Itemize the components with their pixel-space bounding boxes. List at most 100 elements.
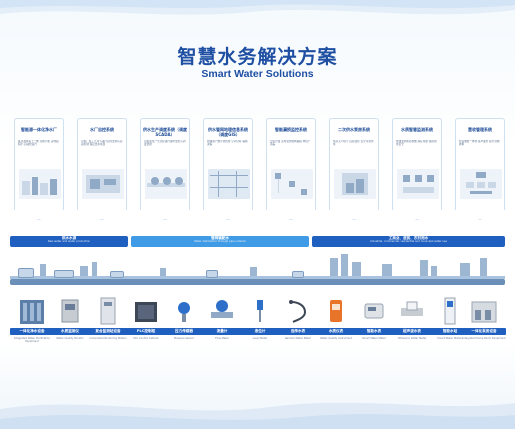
solution-card[interactable]: 供水管网地理信息系统（调度GIS） 管网资产数字化管理 空间分析 辅助决策 bbox=[203, 118, 253, 220]
device-label-en: Ultrasonic Water Meter bbox=[397, 337, 427, 340]
card-description: 集过滤消毒于一体 高效节能 占地面积小 自动化运行 bbox=[18, 140, 59, 147]
level-icon bbox=[257, 300, 263, 322]
card-title: 水质智慧监测系统 bbox=[401, 127, 433, 132]
purifier-icon bbox=[20, 300, 44, 324]
device-label: PLC控制柜 bbox=[124, 328, 168, 335]
device-label: 水质监测仪 bbox=[48, 328, 92, 335]
band-subtitle: Raw water and water production bbox=[47, 240, 91, 243]
device-item[interactable]: 一体化泵房设备 Integrated Pump Room Equipment bbox=[460, 296, 508, 354]
device-label-en: Remote Water Meter bbox=[285, 337, 311, 340]
stage-band-usage: 工商业、居民、农村用水 Industrial, commercial, resi… bbox=[312, 236, 505, 247]
card-description: 泵房无人值守 远程监控 安全可靠供水 bbox=[333, 140, 374, 147]
band-label: 管网输配水 bbox=[211, 236, 229, 240]
solution-card[interactable]: 水厂自控系统 对水厂各工艺环节进行实时监测与自动控制 保证出水水质 bbox=[77, 118, 127, 220]
page-subtitle: Smart Water Solutions bbox=[201, 68, 314, 80]
card-title: 智能漏损监控系统 bbox=[275, 127, 307, 132]
device-item[interactable]: 一体化净水设备 Integrated Water Purification Eq… bbox=[8, 296, 56, 354]
device-label-en: Level Meter bbox=[252, 337, 268, 340]
device-item[interactable]: PLC控制柜 PLC Control Cabinet bbox=[122, 296, 170, 354]
device-label-en: PLC Control Cabinet bbox=[133, 337, 159, 340]
card-description: 抄表收费一体化 客户服务 提升营收效率 bbox=[459, 140, 500, 147]
device-item[interactable]: 智能水表 Smart Water Meter bbox=[350, 296, 398, 354]
card-description: 管网资产数字化管理 空间分析 辅助决策 bbox=[207, 140, 248, 147]
solution-card[interactable]: 营收管理系统 抄表收费一体化 客户服务 提升营收效率 bbox=[455, 118, 505, 220]
device-item[interactable]: 水质仪表 Water Quality Instrument bbox=[312, 296, 360, 354]
card-illustration bbox=[82, 169, 124, 199]
kiosk-icon bbox=[444, 297, 456, 325]
meter-icon bbox=[330, 300, 342, 322]
device-item[interactable]: 水质监测仪 Water Quality Monitor bbox=[46, 296, 94, 354]
card-description: 在线监测水质参数 超标预警 保障用水安全 bbox=[396, 140, 437, 147]
device-label: 水质仪表 bbox=[314, 328, 358, 335]
device-item[interactable]: 超声波水表 Ultrasonic Water Meter bbox=[388, 296, 436, 354]
device-label-en: Integrated Water Purification Equipment bbox=[13, 337, 51, 344]
probe-icon bbox=[289, 300, 307, 323]
solution-card[interactable]: 智能漏损监控系统 分区计量 实时监测管网漏损 降低产销差 bbox=[266, 118, 316, 220]
smartmeter-icon bbox=[364, 303, 384, 319]
analyzer-icon bbox=[61, 299, 79, 323]
card-illustration bbox=[19, 169, 61, 199]
device-label: 复合监测站设备 bbox=[86, 328, 130, 335]
solution-card[interactable]: 智能源一体化净水厂 集过滤消毒于一体 高效节能 占地面积小 自动化运行 bbox=[14, 118, 64, 220]
device-label: 压力传感器 bbox=[162, 328, 206, 335]
band-label: 工商业、居民、农村用水 bbox=[388, 236, 429, 240]
device-label-en: Smart Water Meter bbox=[362, 337, 386, 340]
card-title: 智能源一体化净水厂 bbox=[21, 127, 57, 132]
device-label-en: Integrated Pump Room Equipment bbox=[462, 337, 506, 340]
device-label: 一体化净水设备 bbox=[10, 328, 54, 335]
device-item[interactable]: 液位计 Level Meter bbox=[236, 296, 284, 354]
device-label-en: Water Quality Monitor bbox=[56, 337, 84, 340]
pumproom-icon bbox=[471, 301, 497, 323]
stage-band-distribution: 管网输配水 Water distribution through pipe ne… bbox=[131, 236, 309, 247]
solution-card[interactable]: 二次供水泵房系统 泵房无人值守 远程监控 安全可靠供水 bbox=[329, 118, 379, 220]
card-illustration bbox=[397, 169, 439, 199]
device-item[interactable]: 智能水站 Smart Water Station bbox=[426, 296, 474, 354]
solution-card[interactable]: 供水生产调度系统（调度SCADA） 对供水生产全过程进行集中监控与调度管理 bbox=[140, 118, 190, 220]
top-wave-decoration bbox=[0, 0, 515, 15]
card-illustration bbox=[271, 169, 313, 199]
device-label-en: Flow Meter bbox=[215, 337, 229, 340]
device-label: 超声波水表 bbox=[390, 328, 434, 335]
band-subtitle: Industrial, commercial, residential and … bbox=[370, 240, 447, 243]
device-label: 智能水站 bbox=[428, 328, 472, 335]
device-label: 液位计 bbox=[238, 328, 282, 335]
solution-cards: 智能源一体化净水厂 集过滤消毒于一体 高效节能 占地面积小 自动化运行 水厂自控… bbox=[14, 118, 505, 222]
card-illustration bbox=[460, 169, 502, 199]
cabinet-icon bbox=[100, 297, 116, 325]
card-illustration bbox=[145, 169, 187, 199]
card-description: 对水厂各工艺环节进行实时监测与自动控制 保证出水水质 bbox=[81, 140, 123, 147]
card-title: 供水生产调度系统（调度SCADA） bbox=[143, 127, 187, 137]
band-subtitle: Water distribution through pipe network bbox=[193, 240, 247, 243]
device-label: 流量计 bbox=[200, 328, 244, 335]
device-item[interactable]: 复合监测站设备 Composite Monitoring Station bbox=[84, 296, 132, 354]
card-illustration bbox=[334, 169, 376, 199]
device-label: 智能水表 bbox=[352, 328, 396, 335]
device-item[interactable]: 流量计 Flow Meter bbox=[198, 296, 246, 354]
card-title: 水厂自控系统 bbox=[90, 127, 114, 132]
ultrasonic-icon bbox=[401, 301, 423, 316]
plc-icon bbox=[135, 302, 157, 322]
device-row: 一体化净水设备 Integrated Water Purification Eq… bbox=[8, 296, 508, 356]
device-label-en: Water Quality Instrument bbox=[320, 337, 352, 340]
flowmeter-icon bbox=[211, 300, 233, 318]
device-label-en: Smart Water Station bbox=[437, 337, 463, 340]
card-description: 分区计量 实时监测管网漏损 降低产销差 bbox=[270, 140, 311, 147]
card-title: 二次供水泵房系统 bbox=[338, 127, 370, 132]
band-label: 供水水源 bbox=[61, 236, 77, 240]
solution-card[interactable]: 水质智慧监测系统 在线监测水质参数 超标预警 保障用水安全 bbox=[392, 118, 442, 220]
page-title: 智慧水务解决方案 bbox=[177, 46, 338, 68]
device-item[interactable]: 压力传感器 Pressure Sensor bbox=[160, 296, 208, 354]
device-label: 远传水表 bbox=[276, 328, 320, 335]
device-label: 一体化泵房设备 bbox=[462, 328, 506, 335]
device-item[interactable]: 远传水表 Remote Water Meter bbox=[274, 296, 322, 354]
card-illustration bbox=[208, 169, 250, 199]
stage-band-source: 供水水源 Raw water and water production bbox=[10, 236, 128, 247]
card-title: 供水管网地理信息系统（调度GIS） bbox=[208, 127, 248, 137]
sensor-icon bbox=[178, 302, 190, 322]
water-pipeline-illustration bbox=[10, 252, 505, 290]
water-pipe bbox=[10, 279, 505, 285]
bottom-wave-decoration bbox=[0, 402, 515, 429]
device-label-en: Pressure Sensor bbox=[173, 337, 195, 340]
card-title: 营收管理系统 bbox=[468, 127, 492, 132]
device-label-en: Composite Monitoring Station bbox=[89, 337, 127, 340]
